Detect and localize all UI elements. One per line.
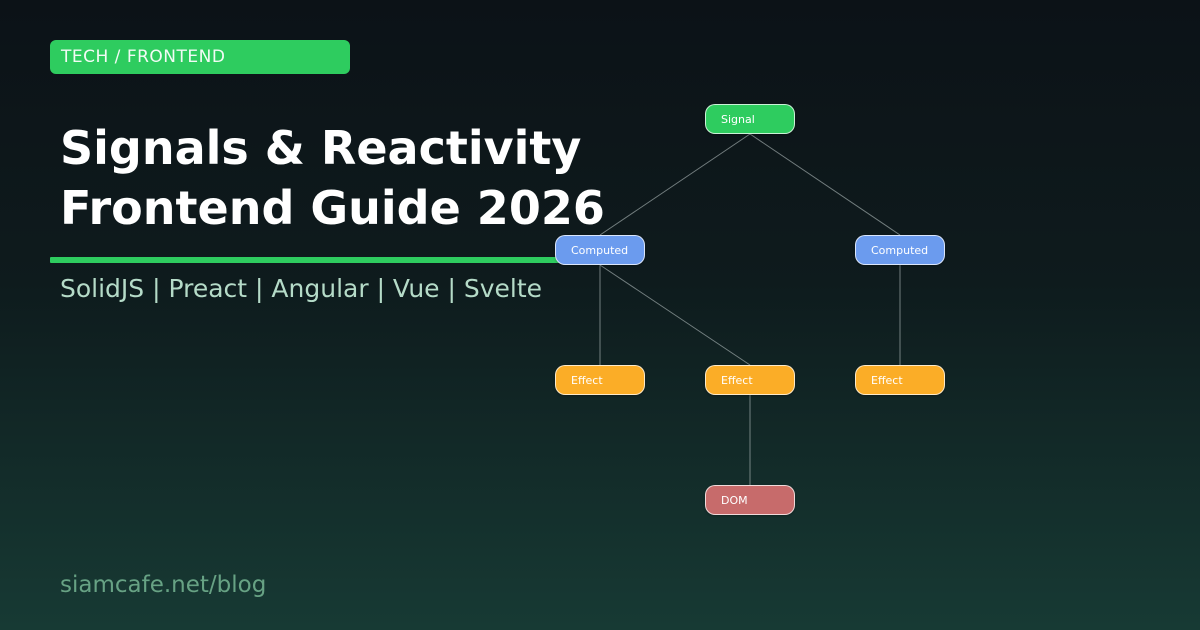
node-label: Computed	[871, 243, 929, 257]
title-line-2: Frontend Guide 2026	[60, 181, 605, 235]
site-url: siamcafe.net/blog	[60, 572, 267, 598]
node-label: Effect	[571, 373, 603, 387]
node-label: Effect	[721, 373, 753, 387]
diagram-node-signal: Signal	[705, 104, 795, 134]
accent-divider	[50, 257, 560, 263]
diagram-node-effect-1: Effect	[555, 365, 645, 395]
title-line-1: Signals & Reactivity	[60, 121, 582, 175]
diagram-node-effect-3: Effect	[855, 365, 945, 395]
diagram-node-dom: DOM	[705, 485, 795, 515]
page-title: Signals & Reactivity Frontend Guide 2026	[60, 118, 605, 238]
diagram-node-computed-1: Computed	[555, 235, 645, 265]
node-label: Computed	[571, 243, 629, 257]
category-badge: TECH / FRONTEND	[50, 40, 350, 74]
subtitle-frameworks: SolidJS | Preact | Angular | Vue | Svelt…	[60, 274, 543, 303]
diagram-node-computed-2: Computed	[855, 235, 945, 265]
node-label: Effect	[871, 373, 903, 387]
node-label: DOM	[721, 493, 748, 507]
diagram-node-effect-2: Effect	[705, 365, 795, 395]
node-label: Signal	[721, 112, 755, 126]
